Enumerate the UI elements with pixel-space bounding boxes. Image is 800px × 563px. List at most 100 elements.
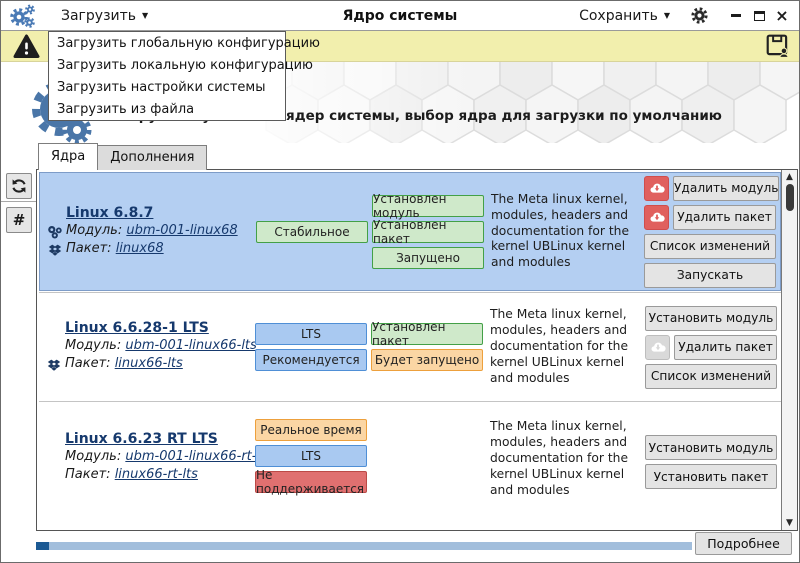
details-button[interactable]: Подробнее	[695, 532, 792, 555]
gutter-spacer	[43, 338, 65, 356]
status-badge-green: Установлен модуль	[372, 192, 484, 220]
tab-addons[interactable]: Дополнения	[98, 145, 208, 170]
cloud-download-icon	[650, 183, 665, 193]
cloud-download-icon	[650, 212, 665, 222]
tab-kernels[interactable]: Ядра	[38, 143, 99, 170]
save-menu-button[interactable]: Сохранить ▼	[575, 6, 674, 26]
remove-package-icon-button[interactable]	[645, 334, 670, 360]
package-label: Пакет:	[65, 467, 111, 482]
settings-gear-icon[interactable]	[690, 6, 709, 25]
remove-module-icon-button[interactable]	[644, 175, 669, 201]
load-menu-button[interactable]: Загрузить ▼	[57, 6, 152, 26]
changelog-button[interactable]: Список изменений	[644, 233, 776, 259]
status-badge-blue: LTS	[255, 445, 367, 467]
cloud-download-icon	[651, 342, 666, 352]
status-badge-orange: Будет запущено	[371, 349, 483, 371]
status-badge-orange: Реальное время	[255, 419, 367, 441]
set-default-button[interactable]: Запускать	[644, 262, 776, 288]
row-separator	[39, 292, 781, 293]
gutter-spacer	[43, 320, 65, 338]
kernel-row-linux-6623-rt-lts[interactable]: Linux 6.6.23 RT LTS Модуль: ubm-001-linu…	[39, 403, 781, 530]
module-link[interactable]: ubm-001-linux66-lts	[125, 338, 257, 353]
scroll-down-arrow-icon[interactable]: ▼	[786, 518, 793, 528]
package-label: Пакет:	[65, 356, 111, 371]
package-link[interactable]: linux68	[115, 240, 164, 256]
progress-bar-fill	[36, 542, 49, 550]
minimize-button[interactable]	[729, 9, 743, 23]
status-badge-red: Не поддерживается	[255, 468, 367, 496]
install-module-button[interactable]: Установить модуль	[645, 305, 777, 331]
menu-item-load-system-settings[interactable]: Загрузить настройки системы	[57, 79, 266, 95]
status-badge-blue: Рекомендуется	[255, 349, 367, 371]
changelog-button[interactable]: Список изменений	[645, 363, 777, 389]
row-separator	[39, 401, 781, 402]
kernel-row-linux-6628-lts[interactable]: Linux 6.6.28-1 LTS Модуль: ubm-001-linux…	[39, 294, 781, 400]
module-link[interactable]: ubm-001-linux68	[126, 222, 238, 238]
remove-package-icon-button[interactable]	[644, 204, 669, 230]
menu-item-load-local-config[interactable]: Загрузить локальную конфигурацию	[57, 57, 313, 73]
gutter-spacer	[43, 467, 65, 485]
refresh-icon	[12, 179, 26, 193]
status-badge-green: Стабильное	[256, 220, 368, 243]
sidebar-separator	[1, 201, 36, 202]
gutter-spacer	[43, 431, 65, 449]
refresh-button[interactable]	[6, 173, 32, 199]
chevron-down-icon: ▼	[663, 10, 670, 20]
module-label: Модуль:	[66, 222, 123, 238]
status-badge-green: Запущено	[372, 246, 484, 269]
package-link[interactable]: linux66-lts	[114, 356, 183, 371]
gutter-spacer	[43, 449, 65, 467]
vertical-scrollbar[interactable]: ▲ ▼	[781, 170, 797, 530]
kernel-description: The Meta linux kernel, modules, headers …	[490, 307, 629, 385]
remove-module-button[interactable]: Удалить модуль	[673, 175, 780, 201]
close-button[interactable]: ×	[775, 5, 789, 25]
status-badge-blue: LTS	[255, 323, 367, 345]
tab-strip: Ядра Дополнения	[38, 143, 208, 170]
warning-triangle-icon	[13, 34, 40, 58]
save-config-floppy-icon[interactable]	[765, 33, 791, 59]
kernel-list: Linux 6.8.7 Модуль: ubm-001-linux68 Паке…	[36, 169, 798, 531]
scrollbar-thumb[interactable]	[786, 184, 794, 211]
menu-item-load-global-config[interactable]: Загрузить глобальную конфигурацию	[57, 35, 320, 51]
kernel-row-linux-687[interactable]: Linux 6.8.7 Модуль: ubm-001-linux68 Паке…	[39, 172, 781, 291]
module-label: Модуль:	[65, 338, 122, 353]
badge-column-1: LTS Рекомендуется	[255, 323, 367, 371]
minimize-icon	[731, 14, 741, 17]
module-label: Модуль:	[65, 449, 122, 464]
app-logo-gears-icon	[10, 4, 35, 28]
kernel-description: The Meta linux kernel, modules, headers …	[490, 419, 629, 497]
package-link[interactable]: linux66-rt-lts	[114, 467, 198, 482]
scroll-up-arrow-icon[interactable]: ▲	[786, 172, 793, 182]
save-menu-label: Сохранить	[579, 7, 658, 24]
kernel-name-link[interactable]: Linux 6.6.28-1 LTS	[65, 320, 209, 336]
install-module-button[interactable]: Установить модуль	[645, 435, 777, 460]
chevron-down-icon: ▼	[142, 10, 149, 20]
close-icon: ×	[775, 5, 789, 25]
install-package-button[interactable]: Установить пакет	[645, 464, 777, 489]
package-installed-icon	[47, 359, 61, 371]
module-installed-icon	[48, 225, 62, 238]
remove-package-button[interactable]: Удалить пакет	[673, 204, 776, 230]
load-menu-label: Загрузить	[61, 7, 137, 24]
maximize-icon	[753, 10, 765, 21]
status-badge-green: Установлен пакет	[371, 320, 483, 348]
kernel-description: The Meta linux kernel, modules, headers …	[491, 191, 630, 270]
kernel-name-link[interactable]: Linux 6.6.23 RT LTS	[65, 431, 218, 447]
remove-package-button[interactable]: Удалить пакет	[674, 334, 777, 360]
status-badge-green: Установлен пакет	[372, 218, 484, 246]
menu-item-load-from-file[interactable]: Загрузить из файла	[57, 101, 195, 117]
gutter-spacer	[44, 205, 66, 223]
module-link[interactable]: ubm-001-linux66-rt-lts	[125, 449, 272, 464]
load-dropdown-menu: Загрузить глобальную конфигурацию Загруз…	[48, 31, 320, 121]
progress-bar	[36, 542, 692, 550]
badge-column-1: Стабильное	[256, 220, 368, 243]
kernel-name-link[interactable]: Linux 6.8.7	[66, 204, 154, 221]
package-installed-icon	[48, 244, 62, 256]
title-bar: Загрузить ▼ Ядро системы Сохранить ▼ ×	[1, 1, 799, 31]
maximize-button[interactable]	[752, 9, 766, 23]
hash-button[interactable]: #	[6, 207, 32, 233]
package-label: Пакет:	[66, 240, 112, 256]
